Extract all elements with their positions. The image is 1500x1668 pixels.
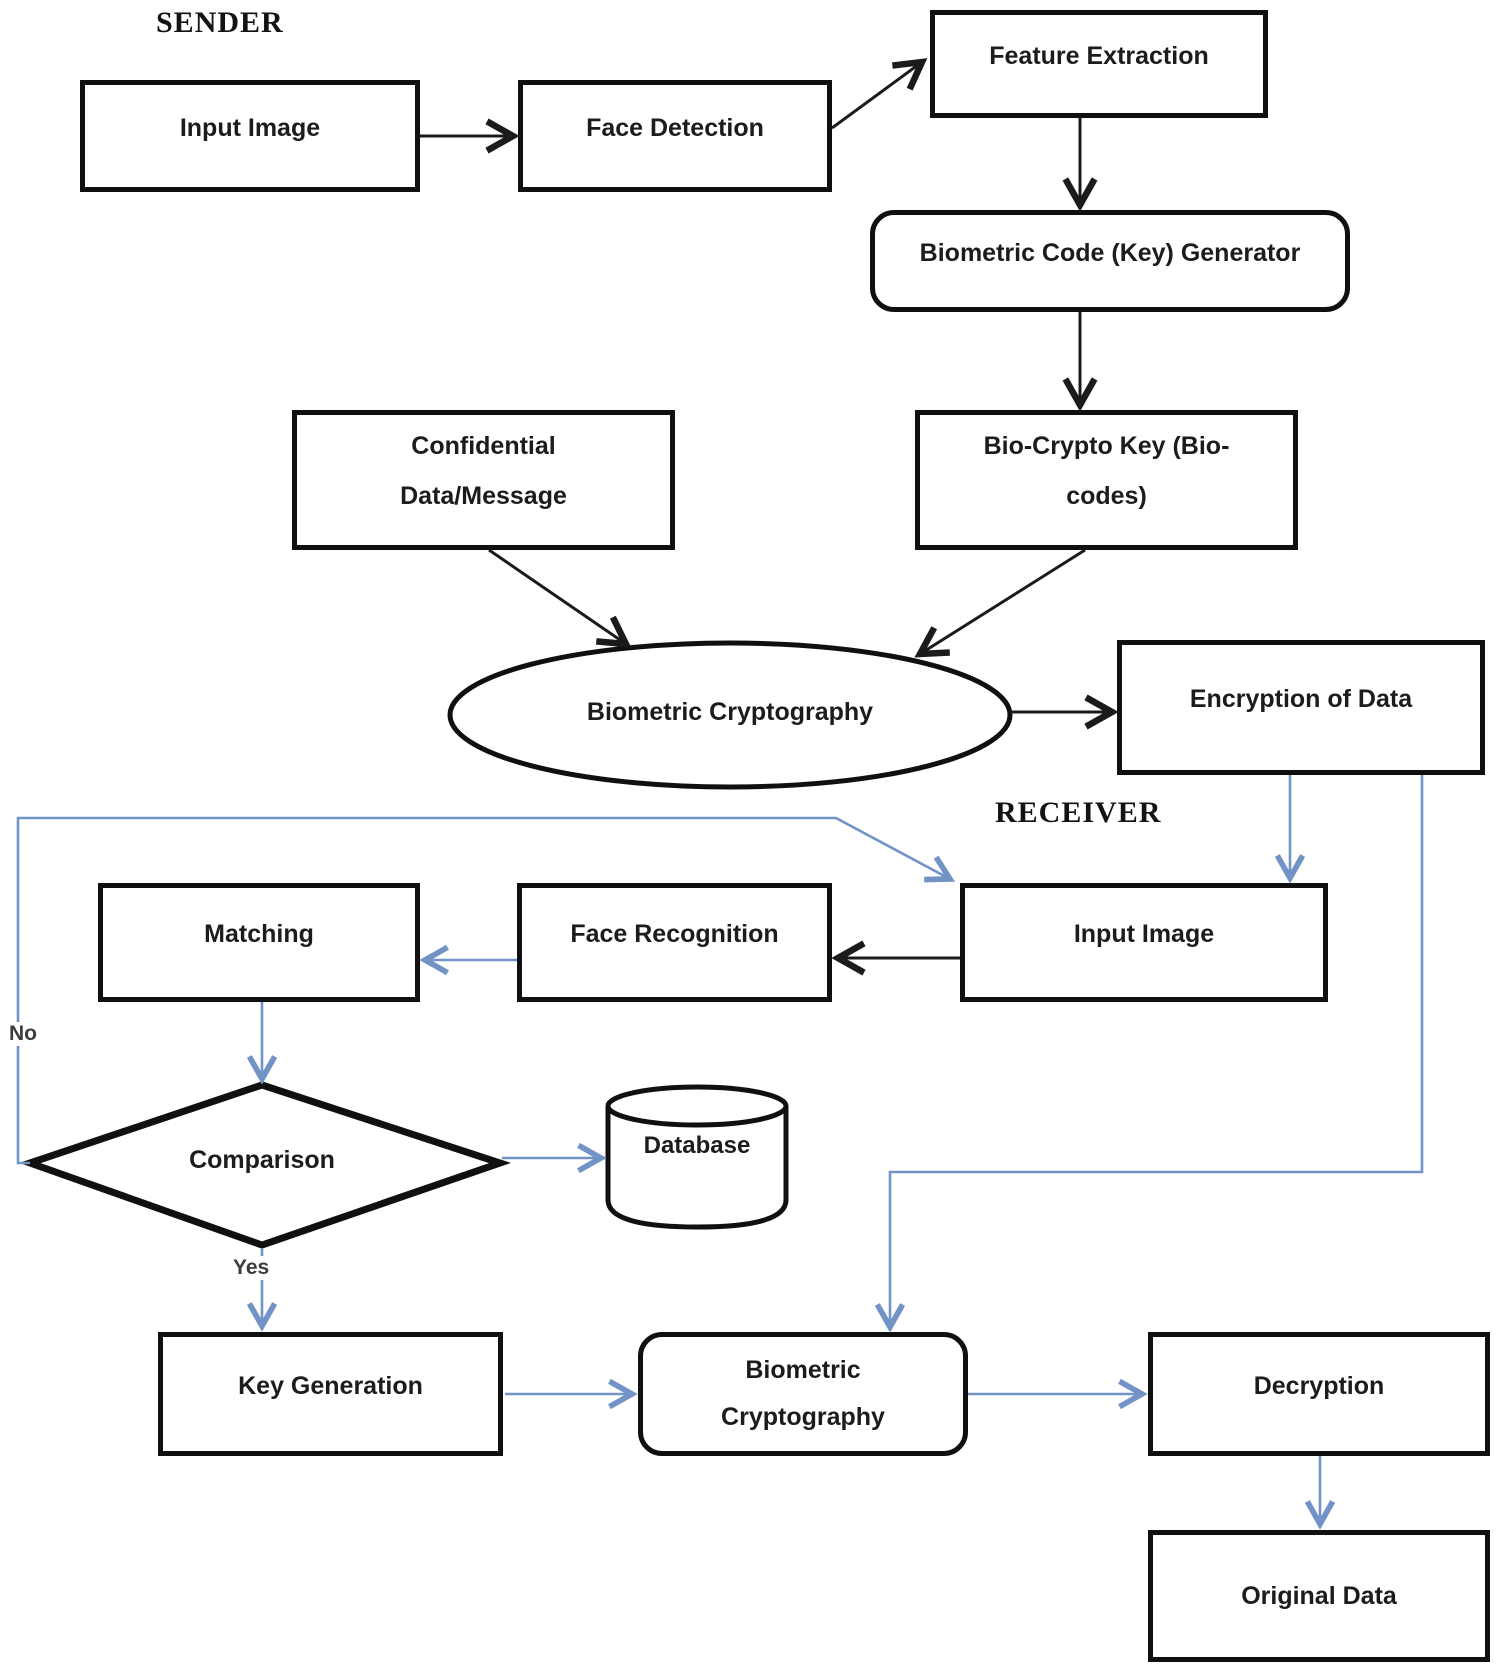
- node-decryption: Decryption: [1148, 1332, 1490, 1456]
- node-label: Biometric Code (Key) Generator: [919, 238, 1301, 267]
- node-label-line1: Bio-Crypto Key (Bio-: [983, 432, 1230, 460]
- node-sender-input-image: Input Image: [80, 80, 420, 192]
- node-label: Matching: [204, 920, 314, 948]
- branch-label-yes: Yes: [230, 1256, 273, 1280]
- branch-label-no: No: [6, 1022, 40, 1046]
- node-label: Input Image: [179, 113, 321, 142]
- node-label-line2: Cryptography: [721, 1403, 885, 1431]
- cylinder-database-top: [605, 1084, 789, 1128]
- node-label: Input Image: [1073, 920, 1215, 948]
- node-label: Feature Extraction: [989, 41, 1209, 70]
- node-feature-extraction: Feature Extraction: [930, 10, 1268, 118]
- arrow-encryption-elbow-to-receiver-biometric-cryptography: [890, 775, 1424, 1327]
- receiver-section-label: RECEIVER: [995, 796, 1162, 829]
- node-biometric-code-generator: Biometric Code (Key) Generator: [870, 210, 1350, 312]
- node-bio-crypto-key: Bio-Crypto Key (Bio- codes): [915, 410, 1298, 550]
- node-label-line2: codes): [1066, 482, 1147, 510]
- node-label: Key Generation: [238, 1371, 423, 1400]
- node-label: Face Recognition: [570, 920, 779, 948]
- sender-section-label: SENDER: [156, 6, 284, 39]
- node-label: Original Data: [1241, 1581, 1397, 1610]
- arrow-confidential-data-to-biometric-cryptography: [488, 548, 626, 644]
- node-encryption-of-data: Encryption of Data: [1117, 640, 1485, 775]
- node-face-detection: Face Detection: [518, 80, 832, 192]
- node-key-generation: Key Generation: [158, 1332, 503, 1456]
- cylinder-label-database: Database: [643, 1132, 751, 1159]
- node-label-line2: Data/Message: [400, 482, 567, 510]
- node-label-line1: Confidential: [411, 432, 556, 460]
- node-matching: Matching: [98, 883, 420, 1002]
- node-label: Encryption of Data: [1189, 685, 1413, 713]
- node-receiver-input-image: Input Image: [960, 883, 1328, 1002]
- node-label: Decryption: [1253, 1371, 1385, 1400]
- diamond-label-comparison: Comparison: [189, 1146, 335, 1174]
- cylinder-database-body: [605, 1106, 789, 1230]
- ellipse-label-biometric-cryptography: Biometric Cryptography: [586, 698, 874, 726]
- arrow-face-detection-to-feature-extraction: [831, 62, 922, 130]
- node-label: Face Detection: [586, 113, 764, 142]
- node-label-line1: Biometric: [745, 1356, 861, 1384]
- node-confidential-data: Confidential Data/Message: [292, 410, 675, 550]
- node-face-recognition: Face Recognition: [517, 883, 832, 1002]
- node-receiver-biometric-cryptography: Biometric Cryptography: [638, 1332, 968, 1456]
- arrow-bio-crypto-key-to-biometric-cryptography: [920, 548, 1086, 654]
- node-original-data: Original Data: [1148, 1530, 1490, 1662]
